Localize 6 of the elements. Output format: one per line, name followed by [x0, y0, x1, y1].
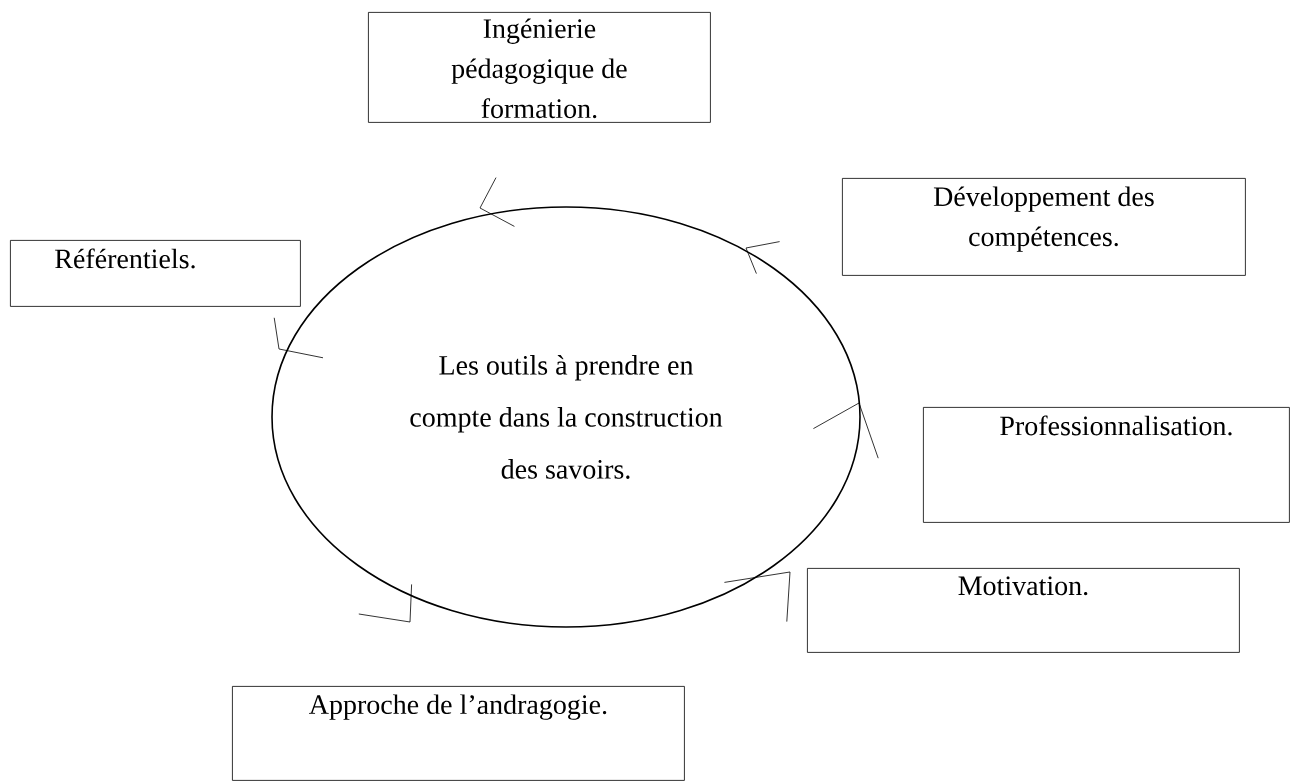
text-box: Développement des compétences.	[842, 178, 1246, 276]
text-box: Professionnalisation.	[923, 407, 1290, 523]
text-box: Référentiels.	[10, 240, 301, 307]
text-box: Ingénierie pédagogique de formation.	[368, 12, 711, 123]
text-box: Approche de l’andragogie.	[232, 686, 685, 781]
text-box: Motivation.	[807, 568, 1240, 653]
